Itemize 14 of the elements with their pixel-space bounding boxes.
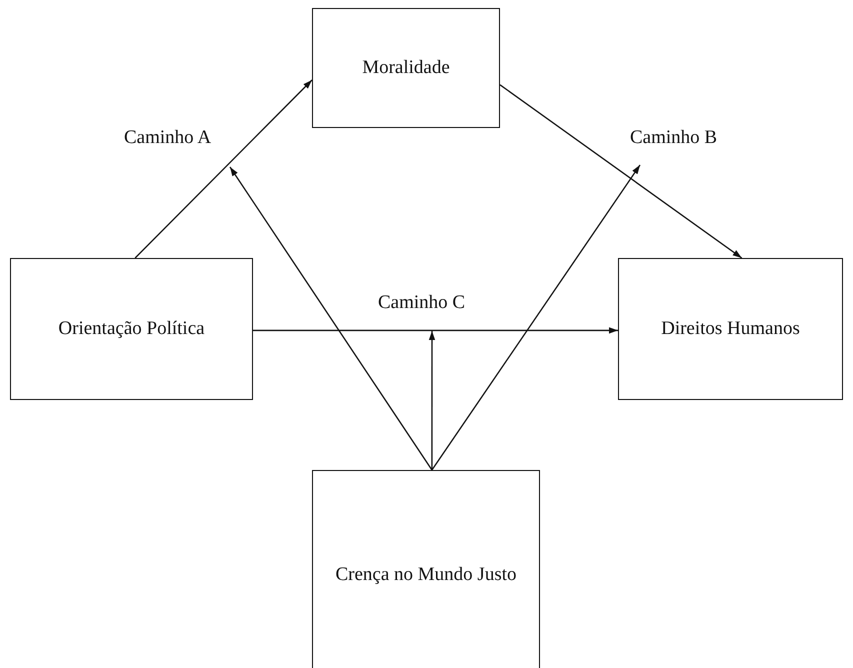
- box-label: Orientação Política: [58, 318, 205, 340]
- process-box: [618, 258, 843, 400]
- moderator-arrow: [431, 164, 641, 470]
- moderator-arrow: [428, 331, 436, 470]
- process-box: [312, 8, 500, 128]
- arrow: [500, 84, 742, 259]
- arrow: [253, 327, 618, 334]
- box-label: Moralidade: [362, 57, 450, 79]
- box-label: Crença no Mundo Justo: [335, 564, 516, 586]
- arrow: [134, 80, 312, 258]
- box-label: Direitos Humanos: [661, 318, 800, 340]
- process-box: [312, 470, 540, 668]
- process-box: [10, 258, 253, 400]
- moderator-arrow: [229, 166, 432, 470]
